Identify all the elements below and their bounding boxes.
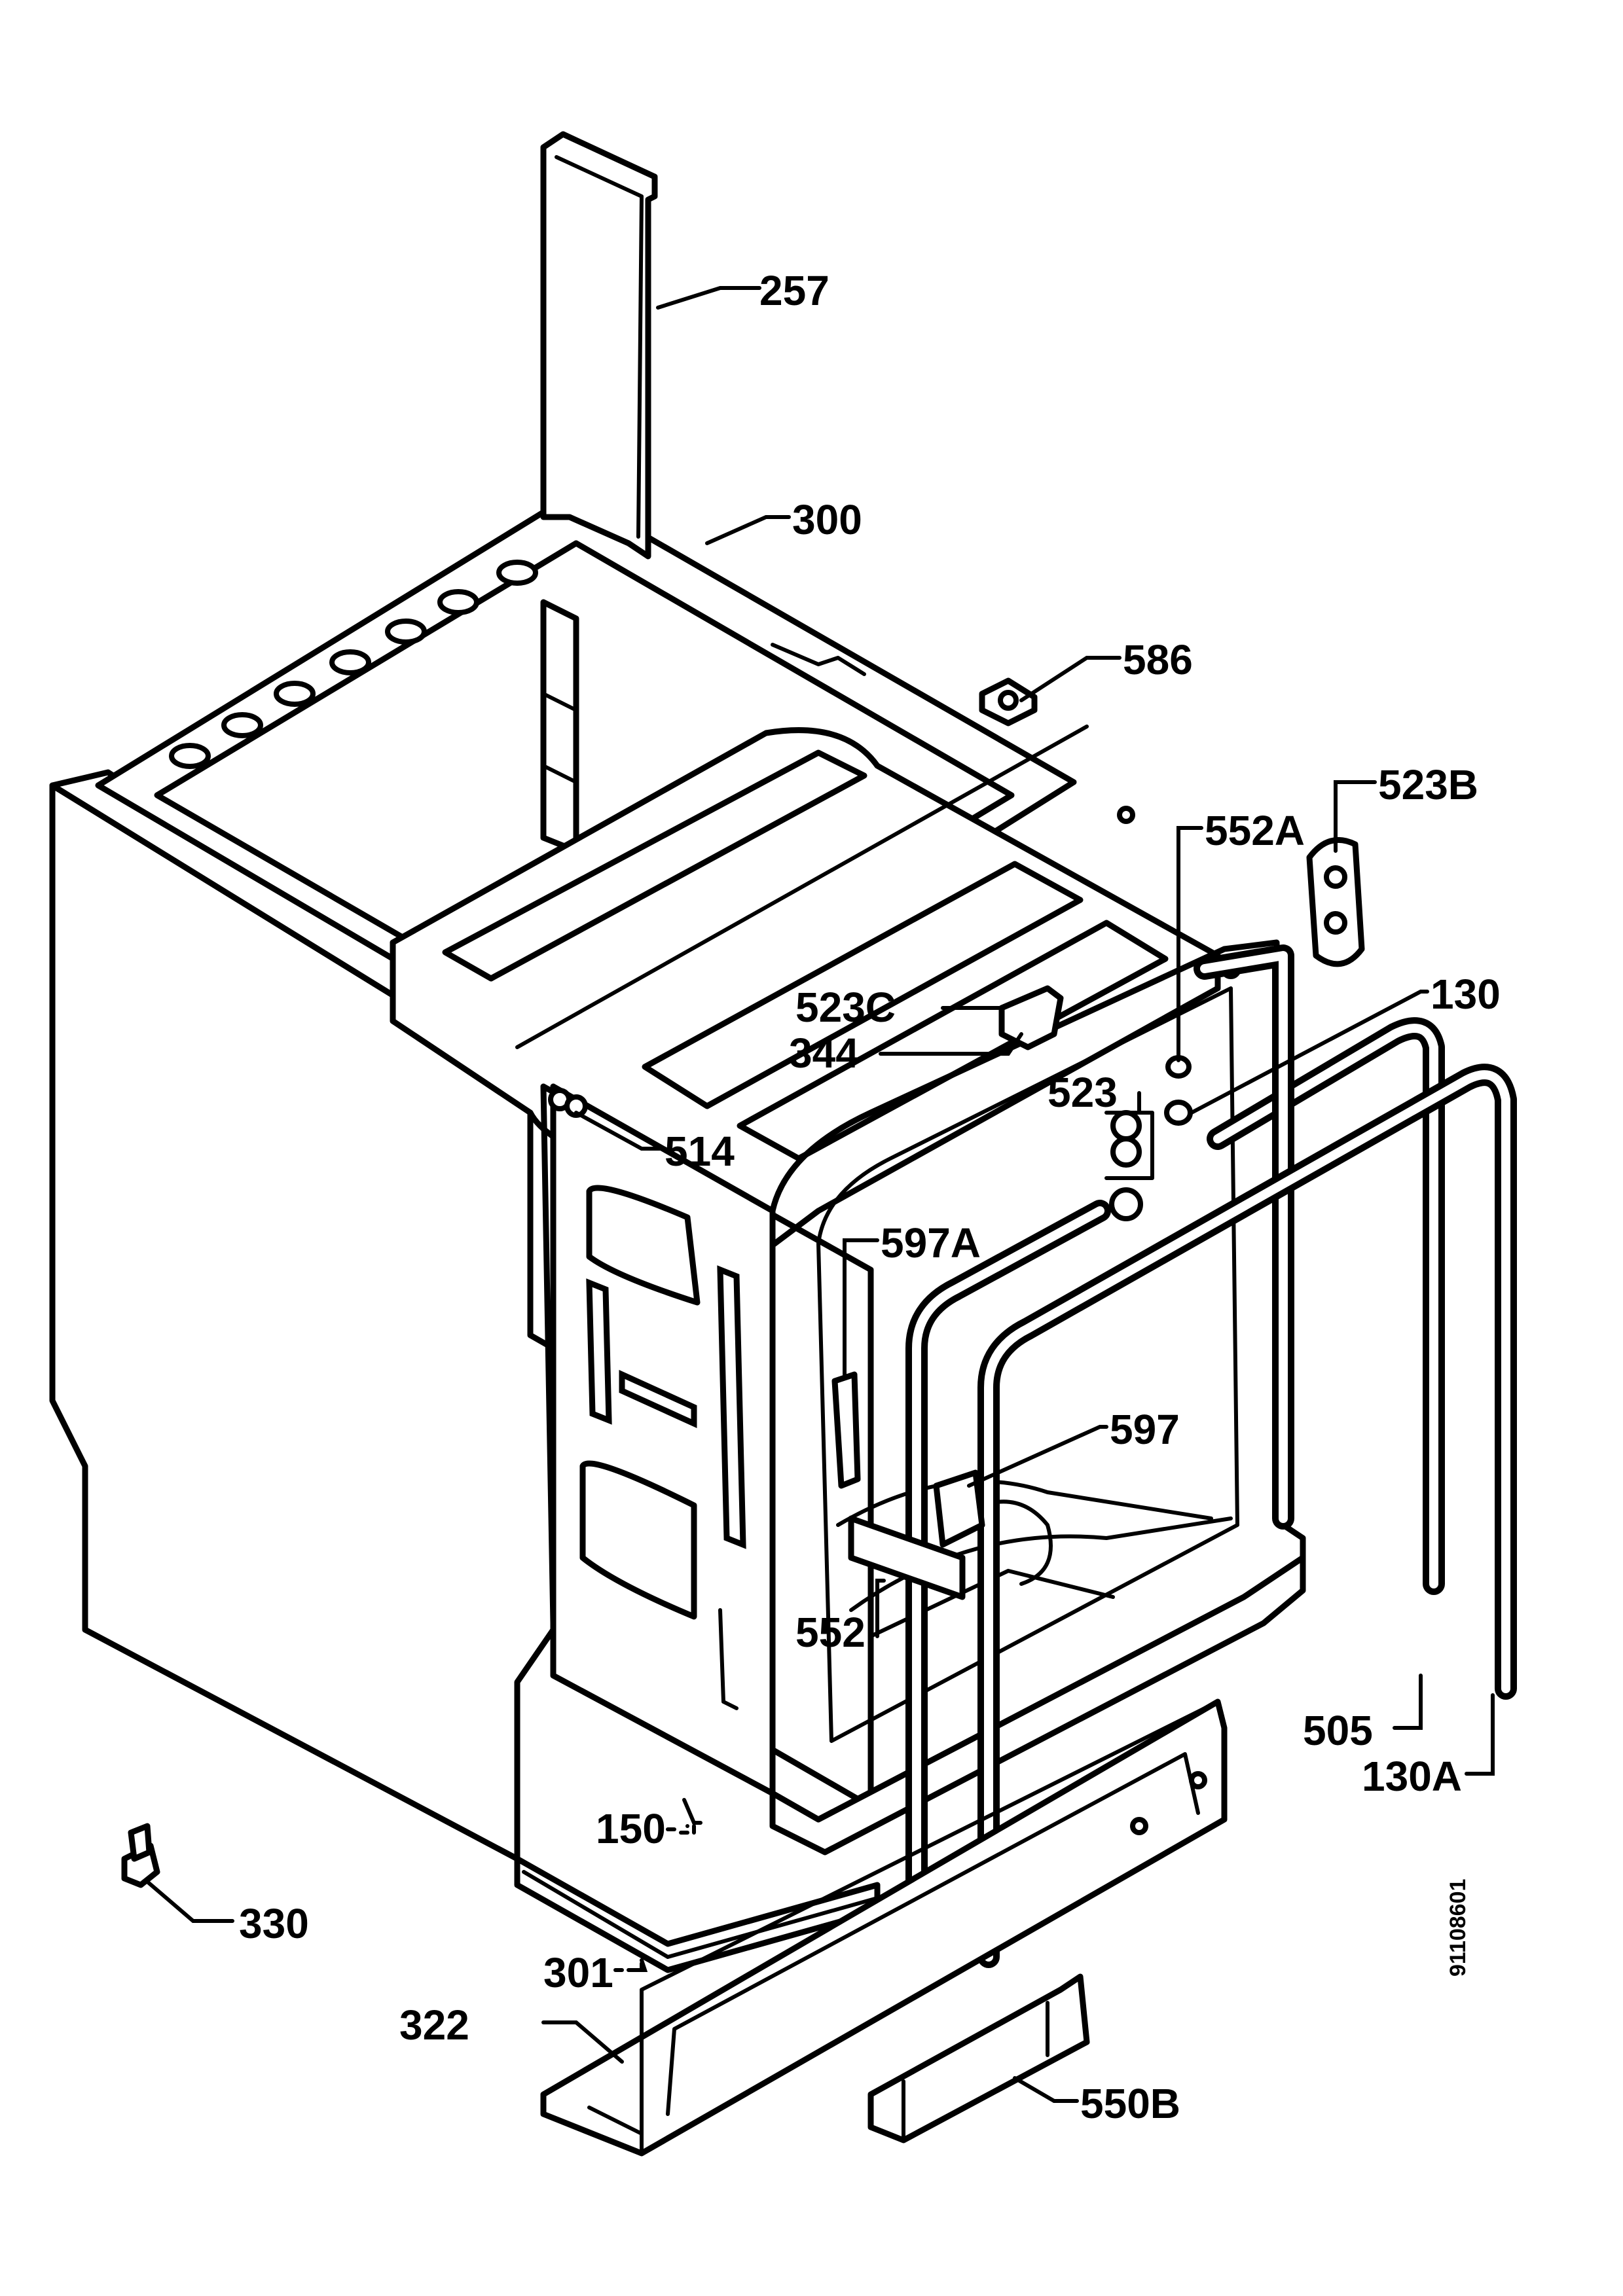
label-257: 257: [759, 267, 830, 314]
door-opening-frame: [540, 1083, 874, 1810]
foot-330: [121, 1823, 160, 1888]
kick-plate: [540, 1698, 1228, 2157]
label-597A: 597A: [881, 1219, 981, 1266]
label-523B: 523B: [1378, 761, 1478, 808]
label-130: 130: [1431, 971, 1501, 1018]
leader-lines: [145, 286, 1495, 2103]
bracket-514: [548, 1088, 588, 1118]
clip-586: [979, 677, 1038, 726]
label-523C: 523C: [795, 984, 896, 1031]
label-322: 322: [399, 2001, 469, 2049]
label-505: 505: [1303, 1707, 1373, 1754]
door-gasket-front: [977, 1064, 1517, 1968]
plug-552A: [1164, 1055, 1193, 1126]
hinge-597A: [831, 1371, 861, 1489]
base-tray: [769, 1554, 1306, 1856]
bracket-523C: [998, 985, 1064, 1050]
label-552: 552: [795, 1609, 866, 1656]
hinge-597: [933, 1469, 985, 1548]
side-strip: [540, 131, 658, 854]
label-130A: 130A: [1362, 1753, 1462, 1800]
label-586: 586: [1123, 636, 1193, 683]
hinge-cover: [867, 1973, 1090, 2144]
label-552A: 552A: [1205, 807, 1305, 854]
label-597: 597: [1110, 1406, 1180, 1453]
label-300: 300: [792, 496, 862, 543]
label-301: 301: [543, 1949, 613, 1996]
label-330: 330: [239, 1900, 309, 1947]
callout-labels: 257 300 586 523B 552A 130 523C 344 523 5…: [239, 267, 1501, 2127]
label-344: 344: [789, 1030, 859, 1077]
label-514: 514: [665, 1128, 735, 1175]
label-550B: 550B: [1080, 2080, 1180, 2127]
drawing-id: 91108601: [1446, 1879, 1470, 1977]
label-150: 150: [596, 1805, 666, 1852]
grommet-523B: [1306, 836, 1365, 967]
label-523: 523: [1048, 1069, 1118, 1116]
door-gasket-rear: [905, 944, 1445, 1896]
bushings-523: [1104, 1110, 1154, 1221]
rail-552: [848, 1515, 966, 1600]
